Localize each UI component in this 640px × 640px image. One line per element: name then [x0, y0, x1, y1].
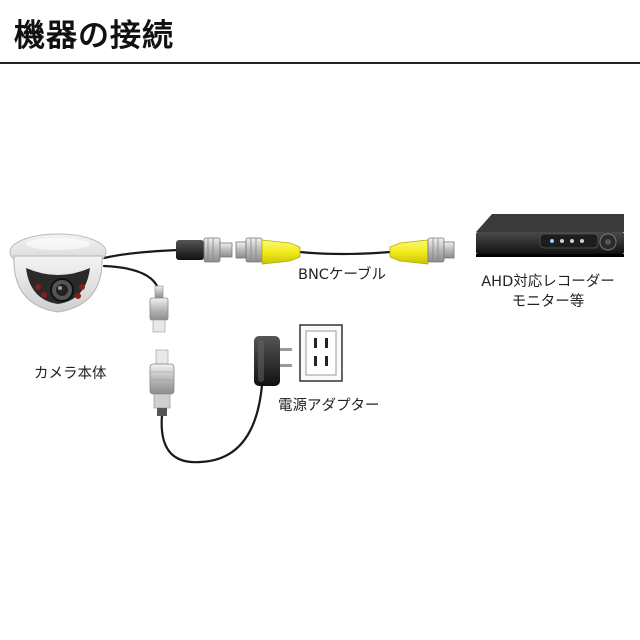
bnc-cable-left-end-icon: [235, 237, 301, 265]
camera-label: カメラ本体: [34, 366, 107, 382]
camera-power-cable: [102, 264, 160, 290]
wall-outlet-icon: [299, 324, 343, 382]
title-divider: [0, 62, 640, 64]
bnc-cable-label: BNCケーブル: [298, 267, 387, 283]
cables: [102, 248, 392, 464]
power-adapter-label: 電源アダプター: [278, 398, 380, 414]
dvr-recorder-icon: [476, 214, 624, 257]
recorder-label-line2: モニター等: [511, 294, 585, 310]
power-adapter-icon: [254, 336, 292, 386]
page-title: 機器の接続: [14, 18, 174, 54]
camera-power-pigtail-icon: [149, 285, 169, 333]
camera-video-cable: [102, 248, 180, 260]
dome-camera-icon: [9, 233, 107, 313]
bnc-cable-line: [298, 250, 392, 256]
recorder-label: AHD対応レコーダー モニター等: [478, 272, 618, 312]
bnc-cable-right-end-icon: [389, 237, 455, 265]
adapter-cable: [160, 383, 264, 464]
camera-bnc-connector-icon: [176, 237, 233, 263]
recorder-label-line1: AHD対応レコーダー: [481, 274, 615, 290]
dc-barrel-plug-icon: [149, 349, 175, 416]
